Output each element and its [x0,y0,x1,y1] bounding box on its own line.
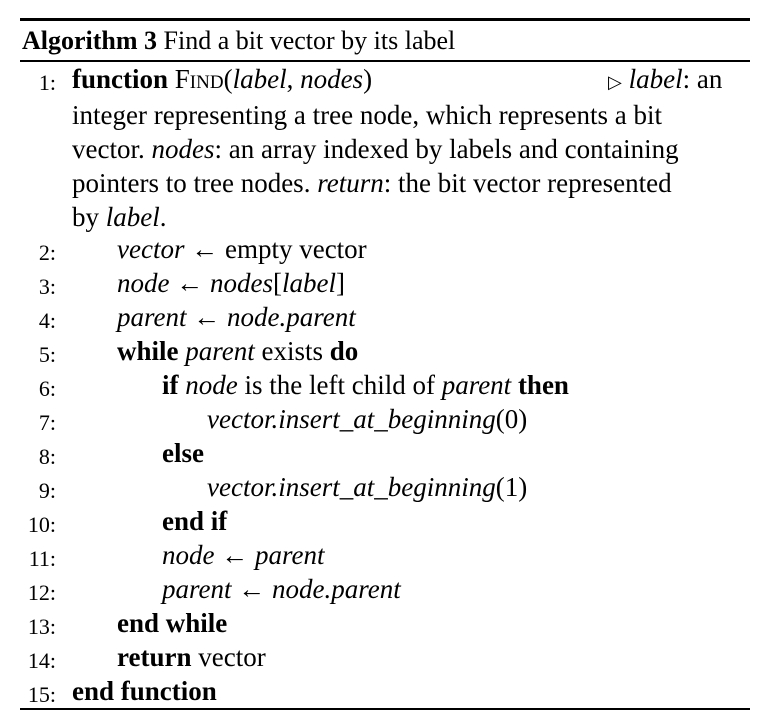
keyword-while: while [117,336,179,366]
keyword-end-function: end function [72,676,217,706]
var-label: label [281,268,336,298]
method-call: vector.insert_at_beginning [207,472,496,502]
line-number: 13: [27,614,56,639]
bottom-rule [20,708,750,710]
keyword-end-if: end if [162,506,228,536]
caption-rule [20,60,750,62]
code-line-13: end while [117,608,227,639]
code-line-9: vector.insert_at_beginning(1) [207,472,527,503]
call-args: (0) [495,404,528,434]
line-number: 5: [38,342,56,367]
line-number: 15: [27,682,56,707]
line-number: 3: [38,274,56,299]
bracket: ] [335,268,345,298]
comment-line-5: by label. [72,200,752,234]
method-call: vector.insert_at_beginning [207,404,496,434]
var-parent: parent [441,370,512,400]
comment-text: by [72,202,106,232]
var-parent: parent [185,336,255,366]
code-line-7: vector.insert_at_beginning(0) [207,404,527,435]
call-args: (1) [495,472,528,502]
code-line-8: else [162,438,204,469]
assign-arrow: ← [238,574,266,604]
function-name: Find [174,64,224,94]
code-text: exists [261,336,324,366]
keyword-return: return [117,642,192,672]
comment-text: vector. [72,134,152,164]
keyword-do: do [329,336,359,366]
line-number: 4: [38,308,56,333]
comment-text: pointers to tree nodes. [72,168,318,198]
var-nodes: nodes [209,268,273,298]
code-line-11: node ← parent [162,540,324,571]
code-line-10: end if [162,506,227,537]
comment-text: : the bit vector represented [383,168,672,198]
comment-text: : an array indexed by labels and contain… [214,134,679,164]
code-line-4: parent ← node.parent [117,302,356,333]
expr: node.parent [272,574,401,604]
paren-close: ) [363,64,373,94]
assign-arrow: ← [221,540,249,570]
expr: node.parent [227,302,356,332]
param-label: label [232,64,287,94]
keyword-else: else [162,438,204,468]
keyword-function: function [72,64,169,94]
comment-label: label [628,64,683,94]
comment-text: : an [682,64,723,94]
code-line-3: node ← nodes[label] [117,268,345,299]
assign-arrow: ← [193,302,221,332]
code-text: empty vector [224,234,367,264]
line-number: 1: [38,70,56,95]
bracket: [ [272,268,282,298]
var-node: node [185,370,238,400]
code-text: is the left child of [244,370,435,400]
paren-open: ( [223,64,233,94]
var-vector: vector [117,234,185,264]
algorithm-title: Find a bit vector by its label [163,26,456,55]
comment-head: ▷ label: an [608,64,722,95]
code-text: vector [198,642,266,672]
var-parent: parent [162,574,232,604]
line-number: 9: [38,478,56,503]
var-node: node [162,540,215,570]
line-number: 2: [38,240,56,265]
var-node: node [117,268,170,298]
param-nodes: nodes [300,64,364,94]
comment-line-4: pointers to tree nodes. return: the bit … [72,166,752,200]
line-number: 10: [27,512,56,537]
comment-text: . [159,202,167,232]
keyword-end-while: end while [117,608,228,638]
comment-return: return [317,168,384,198]
line-number: 6: [38,376,56,401]
line-number: 8: [38,444,56,469]
var-parent: parent [254,540,325,570]
assign-arrow: ← [191,234,219,264]
algorithm-label: Algorithm 3 [22,26,158,55]
line-number: 12: [27,580,56,605]
line-number: 14: [27,648,56,673]
code-line-6: if node is the left child of parent then [162,370,569,401]
param-separator: , [286,64,301,94]
keyword-if: if [162,370,179,400]
keyword-then: then [517,370,569,400]
comment-label: label [105,202,160,232]
comment-text: integer representing a tree node, which … [72,100,663,130]
code-line-1: function Find(label, nodes) [72,64,372,95]
comment-line-3: vector. nodes: an array indexed by label… [72,132,752,166]
comment-line-2: integer representing a tree node, which … [72,98,752,132]
top-rule [20,18,750,21]
code-line-2: vector ← empty vector [117,234,367,265]
assign-arrow: ← [176,268,204,298]
algorithm-caption: Algorithm 3 Find a bit vector by its lab… [22,26,455,56]
line-number: 11: [28,546,56,571]
var-parent: parent [117,302,187,332]
code-line-12: parent ← node.parent [162,574,401,605]
comment-nodes: nodes [151,134,215,164]
comment-triangle-icon: ▷ [608,72,622,92]
code-line-5: while parent exists do [117,336,358,367]
code-line-14: return vector [117,642,266,673]
line-number: 7: [38,410,56,435]
code-line-15: end function [72,676,217,707]
